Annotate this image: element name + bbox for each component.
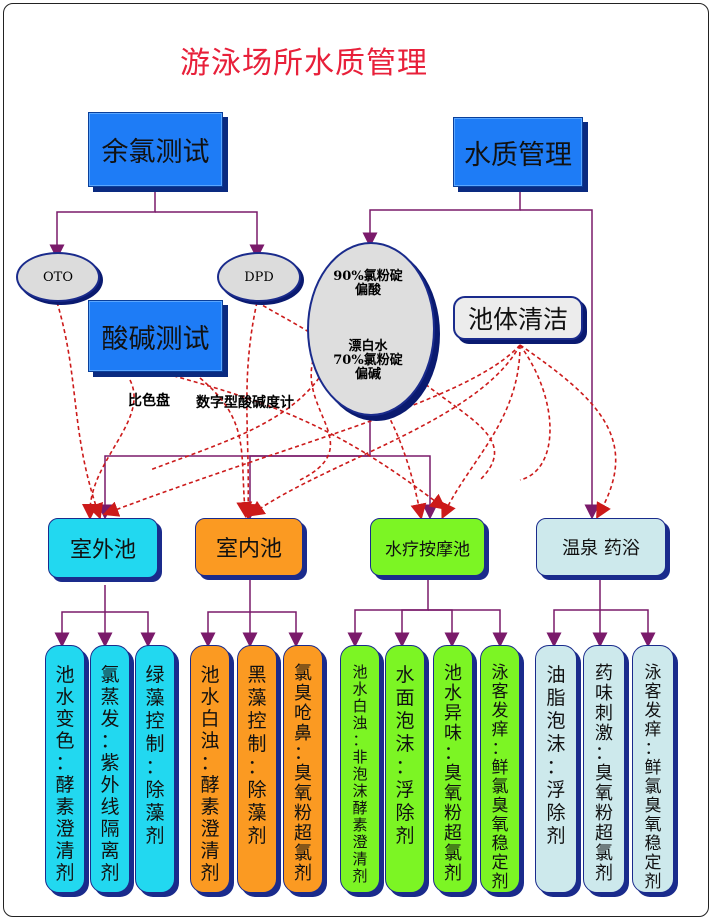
oval-line-4: 70%氯粉碇 [333, 353, 403, 368]
alkaline-products-text: 漂白水 70%氯粉碇 偏碱 [318, 340, 418, 382]
remedy-text: 池水白浊：酵素澄清剂 [200, 664, 220, 884]
remedy-text: 氯蒸发：紫外线隔离剂 [100, 664, 120, 884]
oval-line-1: 90%氯粉碇 [333, 269, 403, 284]
remedy-text: 泳客发痒：鲜氯臭氧稳定剂 [644, 663, 662, 892]
remedy-text: 药味刺激：臭氧粉超氯剂 [595, 663, 613, 884]
digital-ph-meter-label: 数字型酸碱度计 [196, 395, 294, 411]
remedy-column-9: 池水异味：臭氧粉超氯剂 [433, 645, 473, 893]
oto-label: OTO [43, 269, 73, 285]
remedy-text: 池水变色：酵素澄清剂 [55, 664, 75, 884]
residual-chlorine-test-box: 余氯测试 [88, 112, 223, 187]
solid-connectors [49, 188, 656, 648]
remedy-text: 油脂泡沫：浮除剂 [546, 664, 566, 847]
spa-pool-box: 水疗按摩池 [370, 518, 485, 576]
remedy-column-3: 绿藻控制：除藻剂 [135, 645, 175, 893]
remedy-text: 池水白浊：非泡沫酵素澄清剂 [352, 663, 368, 885]
remedy-text: 池水异味：臭氧粉超氯剂 [444, 663, 462, 884]
remedy-column-1: 池水变色：酵素澄清剂 [45, 645, 85, 893]
oval-line-5: 偏碱 [354, 367, 381, 382]
pool-cleaning-box: 池体清洁 [453, 296, 583, 340]
remedy-text: 氯臭呛鼻：臭氧粉超氯剂 [294, 663, 312, 884]
remedy-text: 黑藻控制：除藻剂 [247, 664, 267, 847]
chlorine-product-oval [307, 242, 435, 416]
remedy-column-4: 池水白浊：酵素澄清剂 [190, 645, 230, 893]
indoor-pool-box: 室内池 [195, 518, 303, 576]
diagram-frame [3, 3, 709, 917]
page-title: 游泳场所水质管理 [180, 46, 428, 81]
remedy-column-6: 氯臭呛鼻：臭氧粉超氯剂 [283, 645, 323, 893]
remedy-column-13: 泳客发痒：鲜氯臭氧稳定剂 [632, 645, 674, 893]
remedy-column-2: 氯蒸发：紫外线隔离剂 [90, 645, 130, 893]
remedy-column-10: 泳客发痒：鲜氯臭氧稳定剂 [480, 645, 520, 893]
remedy-column-11: 油脂泡沫：浮除剂 [535, 645, 577, 893]
water-quality-management-box: 水质管理 [453, 117, 583, 187]
remedy-column-12: 药味刺激：臭氧粉超氯剂 [583, 645, 625, 893]
dpd-label: DPD [244, 269, 274, 285]
remedy-text: 水面泡沫：浮除剂 [395, 664, 415, 847]
remedy-text: 绿藻控制：除藻剂 [145, 664, 165, 847]
oval-line-2: 偏酸 [354, 283, 381, 298]
hotspring-box: 温泉 药浴 [536, 518, 666, 576]
remedy-column-7: 池水白浊：非泡沫酵素澄清剂 [340, 645, 380, 893]
dpd-method-ellipse: DPD [217, 252, 301, 302]
remedy-column-8: 水面泡沫：浮除剂 [385, 645, 425, 893]
oval-line-3: 漂白水 [348, 339, 388, 354]
remedy-column-5: 黑藻控制：除藻剂 [237, 645, 277, 893]
color-plate-label: 比色盘 [128, 393, 170, 409]
oto-method-ellipse: OTO [16, 252, 100, 302]
remedy-text: 泳客发痒：鲜氯臭氧稳定剂 [491, 663, 509, 892]
ph-test-box: 酸碱测试 [88, 300, 223, 372]
outdoor-pool-box: 室外池 [48, 518, 158, 578]
acid-products-text: 90%氯粉碇 偏酸 [318, 270, 418, 298]
